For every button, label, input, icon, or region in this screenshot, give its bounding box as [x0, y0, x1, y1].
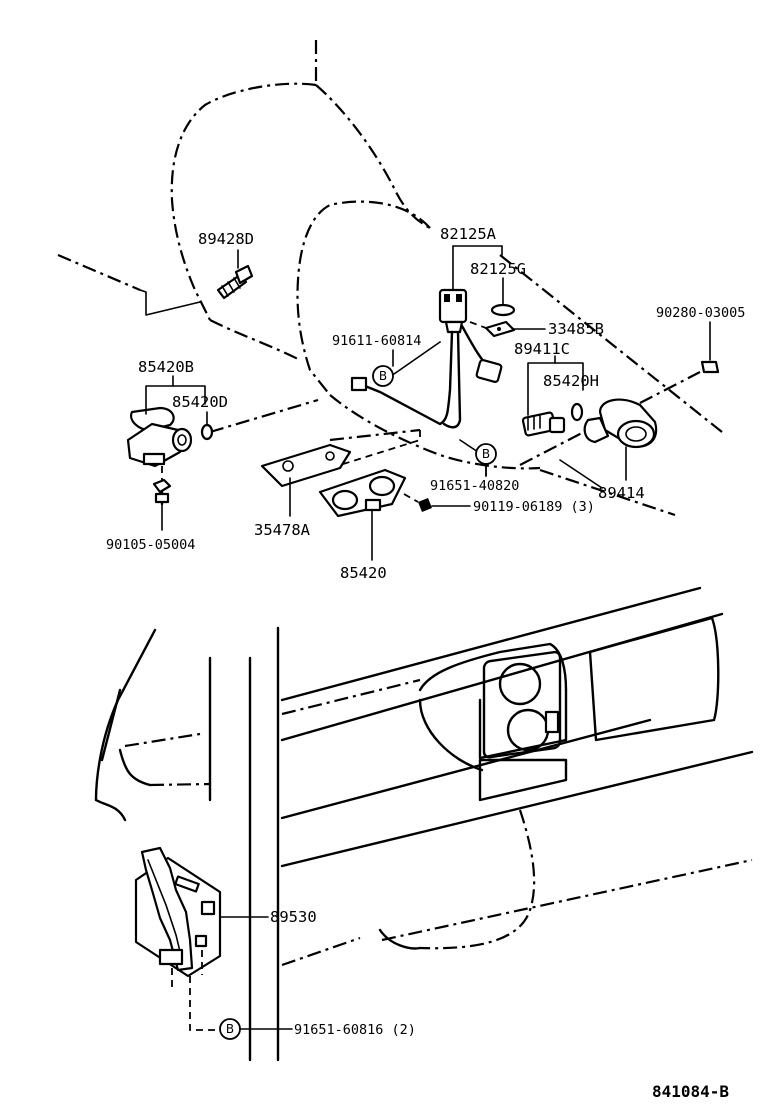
callout-marker-group: B B [372, 341, 497, 477]
label-82125g: 82125G [470, 260, 526, 278]
grommet-82125g [490, 277, 516, 317]
solenoid-85420b [126, 375, 206, 468]
label-35478a: 35478A [254, 521, 311, 539]
bracket-33485b [469, 320, 546, 338]
label-89414: 89414 [598, 484, 645, 502]
figure-code: 841084-B [652, 1082, 729, 1101]
sensor-89414 [583, 398, 658, 481]
wire-harness-82125a [350, 245, 503, 429]
sensor-89411c [521, 355, 584, 437]
label-89411c: 89411C [514, 340, 570, 358]
callout-marker-b-3 [219, 1018, 241, 1040]
plug-89428d [216, 249, 254, 300]
label-90119-06189: 90119-06189 (3) [473, 499, 595, 515]
bolt-90105 [152, 466, 172, 531]
solenoid-85420 [318, 468, 407, 561]
callout-marker-b-1 [372, 365, 394, 387]
label-85420b: 85420B [138, 358, 194, 376]
label-89428d: 89428D [198, 230, 254, 248]
callout-marker-group-bottom: B [219, 1018, 293, 1040]
clip-90280 [700, 321, 720, 374]
label-90105-05004: 90105-05004 [106, 537, 195, 553]
label-85420: 85420 [340, 564, 387, 582]
label-89530: 89530 [270, 908, 317, 926]
label-91651-40820: 91651-40820 [430, 478, 519, 494]
gasket-35478a [260, 443, 352, 517]
callout-marker-b-3-text: B [226, 1022, 234, 1036]
o-ring-85420h [570, 402, 584, 422]
part-labels: 82125A 82125G 89428D 90280-03005 33485B … [106, 225, 745, 1038]
label-85420d: 85420D [172, 393, 228, 411]
vehicle-body-outline [94, 586, 754, 1062]
ecu-89530 [134, 846, 269, 1031]
o-ring-85420d [200, 423, 214, 441]
transmission-housing-outline [57, 40, 723, 517]
label-85420h: 85420H [543, 372, 599, 390]
callout-marker-b-1-text: B [379, 369, 387, 383]
label-91651-60816: 91651-60816 (2) [294, 1022, 416, 1038]
callout-marker-b-2-text: B [482, 447, 490, 461]
label-33485b: 33485B [548, 320, 604, 338]
bolt-90119 [403, 493, 471, 512]
label-91611-60814: 91611-60814 [332, 333, 421, 349]
label-82125a: 82125A [440, 225, 497, 243]
label-90280-03005: 90280-03005 [656, 305, 745, 321]
